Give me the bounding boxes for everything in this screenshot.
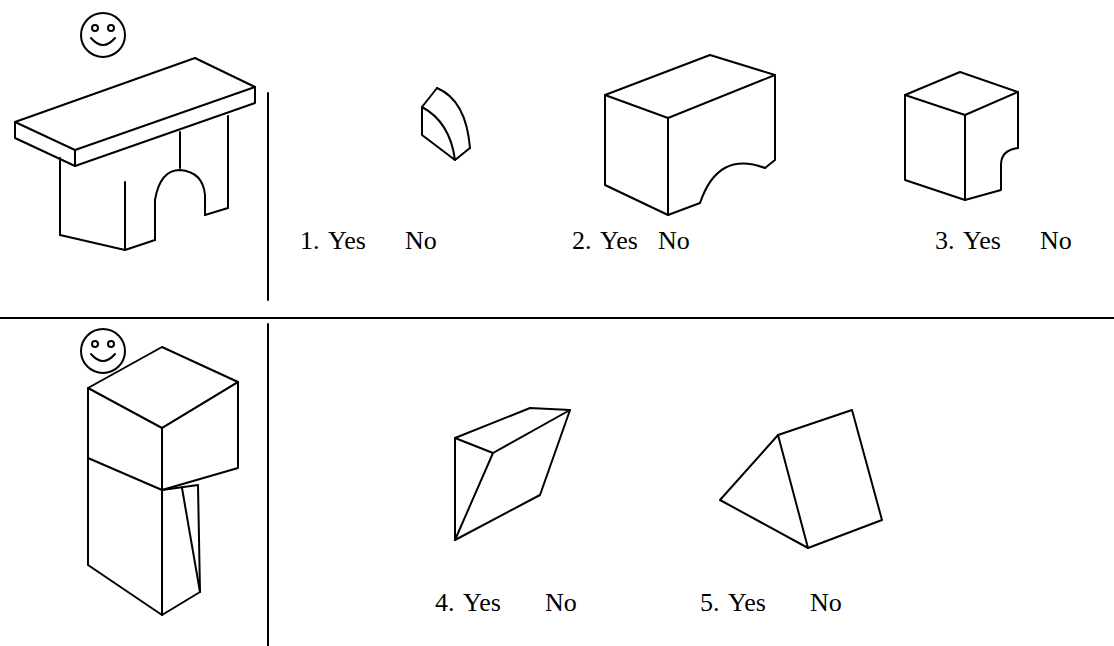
divider-line xyxy=(267,324,269,646)
notched-cube xyxy=(905,72,1018,200)
item-number: 1. xyxy=(300,226,320,256)
item-number: 5. xyxy=(700,588,720,618)
answer-choice: Yes xyxy=(963,226,1001,256)
quarter-round-block xyxy=(422,88,470,160)
slanted-prism xyxy=(455,408,570,540)
item-number: 3. xyxy=(935,226,955,256)
answer-choice: No xyxy=(545,588,577,618)
answer-choice: Yes xyxy=(328,226,366,256)
arch-block xyxy=(605,55,775,215)
triangular-prism xyxy=(720,410,882,548)
table-construction xyxy=(15,58,255,250)
answer-choice: Yes xyxy=(600,226,638,256)
answer-choice: No xyxy=(1040,226,1072,256)
answer-choice: No xyxy=(810,588,842,618)
smiley-face xyxy=(81,329,125,373)
answer-choice: No xyxy=(658,226,690,256)
item-number: 4. xyxy=(435,588,455,618)
divider-line xyxy=(267,93,269,300)
answer-choice: Yes xyxy=(728,588,766,618)
stacked-blocks xyxy=(88,347,238,615)
answer-choice: No xyxy=(405,226,437,256)
divider-line xyxy=(0,317,1114,319)
answer-choice: Yes xyxy=(463,588,501,618)
smiley-face xyxy=(81,13,125,57)
item-number: 2. xyxy=(572,226,592,256)
